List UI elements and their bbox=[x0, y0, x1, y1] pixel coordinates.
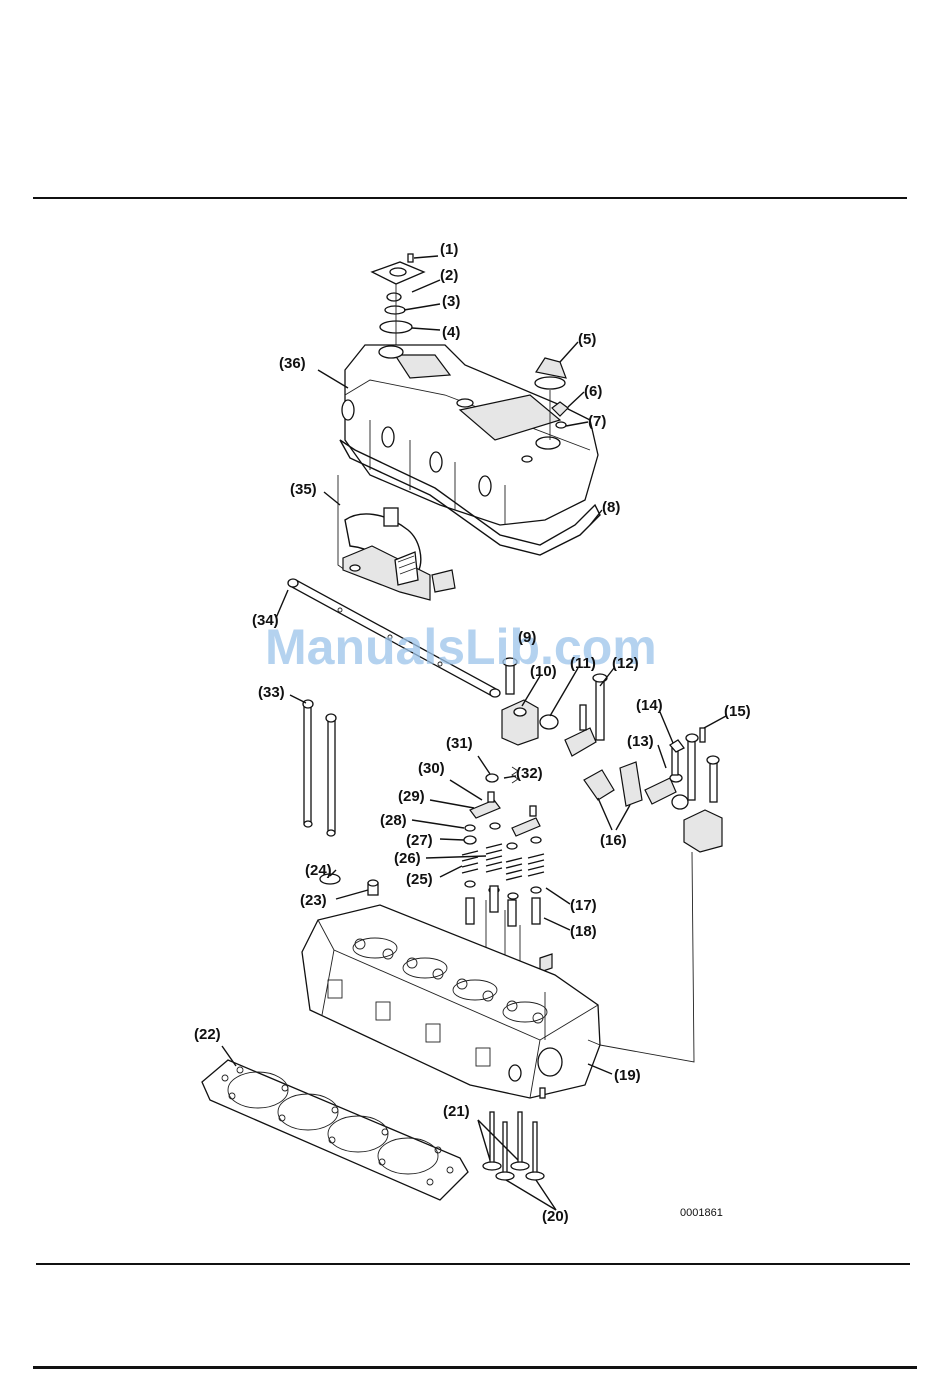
callout-1: (1) bbox=[440, 241, 458, 258]
callout-17: (17) bbox=[570, 897, 597, 914]
breather-parts bbox=[372, 254, 424, 345]
callout-20: (20) bbox=[542, 1208, 569, 1225]
callout-25: (25) bbox=[406, 871, 433, 888]
callout-4: (4) bbox=[442, 324, 460, 341]
callout-26: (26) bbox=[394, 850, 421, 867]
callout-35: (35) bbox=[290, 481, 317, 498]
push-rods bbox=[303, 700, 336, 836]
callout-21: (21) bbox=[443, 1103, 470, 1120]
callout-12: (12) bbox=[612, 655, 639, 672]
callout-8: (8) bbox=[602, 499, 620, 516]
callout-32: (32) bbox=[516, 765, 543, 782]
callout-10: (10) bbox=[530, 663, 557, 680]
head-gasket bbox=[202, 1060, 468, 1200]
figure-code: 0001861 bbox=[680, 1207, 723, 1219]
callout-34: (34) bbox=[252, 612, 279, 629]
cylinder-head bbox=[302, 905, 600, 1098]
callout-13: (13) bbox=[627, 733, 654, 750]
callout-9: (9) bbox=[518, 629, 536, 646]
callout-29: (29) bbox=[398, 788, 425, 805]
callout-22: (22) bbox=[194, 1026, 221, 1043]
callout-5: (5) bbox=[578, 331, 596, 348]
callout-15: (15) bbox=[724, 703, 751, 720]
callout-14: (14) bbox=[636, 697, 663, 714]
callout-33: (33) bbox=[258, 684, 285, 701]
callout-30: (30) bbox=[418, 760, 445, 777]
callout-36: (36) bbox=[279, 355, 306, 372]
callout-27: (27) bbox=[406, 832, 433, 849]
callout-7: (7) bbox=[588, 413, 606, 430]
callout-3: (3) bbox=[442, 293, 460, 310]
callout-31: (31) bbox=[446, 735, 473, 752]
callout-18: (18) bbox=[570, 923, 597, 940]
watermark: ManualsLib.com bbox=[265, 619, 657, 675]
callout-19: (19) bbox=[614, 1067, 641, 1084]
callout-11: (11) bbox=[570, 655, 596, 672]
callout-24: (24) bbox=[305, 862, 332, 879]
callout-28: (28) bbox=[380, 812, 407, 829]
callout-23: (23) bbox=[300, 892, 327, 909]
callout-6: (6) bbox=[584, 383, 602, 400]
callout-2: (2) bbox=[440, 267, 458, 284]
callout-16: (16) bbox=[600, 832, 627, 849]
